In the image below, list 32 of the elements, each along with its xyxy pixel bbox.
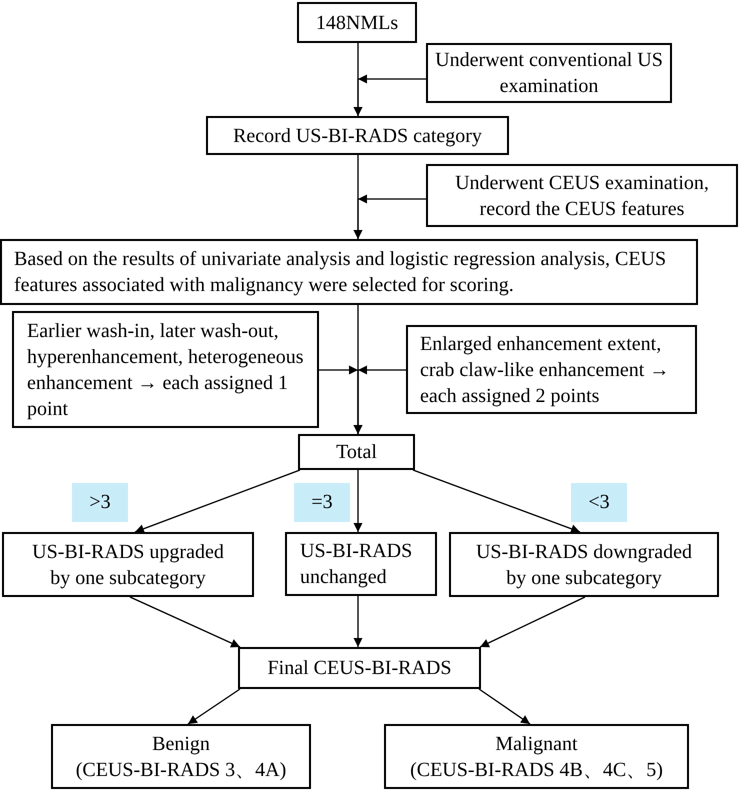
arrow (134, 469, 300, 534)
arrow (354, 596, 362, 647)
edge-label: =3 (294, 483, 350, 522)
process-box: Record US-BI-RADS category (206, 116, 509, 155)
edge-label: <3 (571, 483, 627, 522)
arrow (354, 470, 362, 532)
process-box: US-BI-RADS downgraded by one subcategory (449, 532, 719, 597)
edge-label: >3 (72, 483, 128, 522)
arrow (480, 596, 586, 648)
arrow (130, 596, 240, 648)
box-text: (CEUS-BI-RADS 3、4A) (74, 758, 288, 782)
score-box: Enlarged enhancement extent, crab claw-like enhancement → each assigned 2 points (406, 325, 697, 414)
box-heading: Malignant (494, 732, 579, 756)
arrow (354, 194, 426, 239)
box-text: (CEUS-BI-RADS 4B、4C、5) (409, 758, 664, 782)
result-box: Final CEUS-BI-RADS (238, 647, 481, 689)
total-box: Total (298, 434, 415, 470)
arrow (188, 688, 240, 725)
outcome-box (384, 724, 689, 789)
process-box: US-BI-RADS unchanged (285, 532, 437, 596)
arrow (478, 688, 530, 725)
text-box: Based on the results of univariate analysis and logistic regression analysis, CEUS features associated with malignancy were selected for scoring. (0, 239, 698, 305)
process-box: 148NMLs (297, 2, 417, 43)
score-box: Earlier wash-in, later wash-out, hyperenhancement, heterogeneous enhancement → each assigned 1 point (12, 311, 319, 428)
process-box: Underwent conventional US examination (426, 43, 672, 103)
process-box: US-BI-RADS upgraded by one subcategory (2, 532, 254, 597)
box-heading: Benign (151, 732, 211, 756)
process-box: Underwent CEUS examination, record the CEUS features (426, 164, 738, 227)
outcome-box (51, 724, 311, 789)
arrow (354, 74, 426, 116)
arrow (412, 469, 580, 534)
arrow (354, 366, 406, 434)
